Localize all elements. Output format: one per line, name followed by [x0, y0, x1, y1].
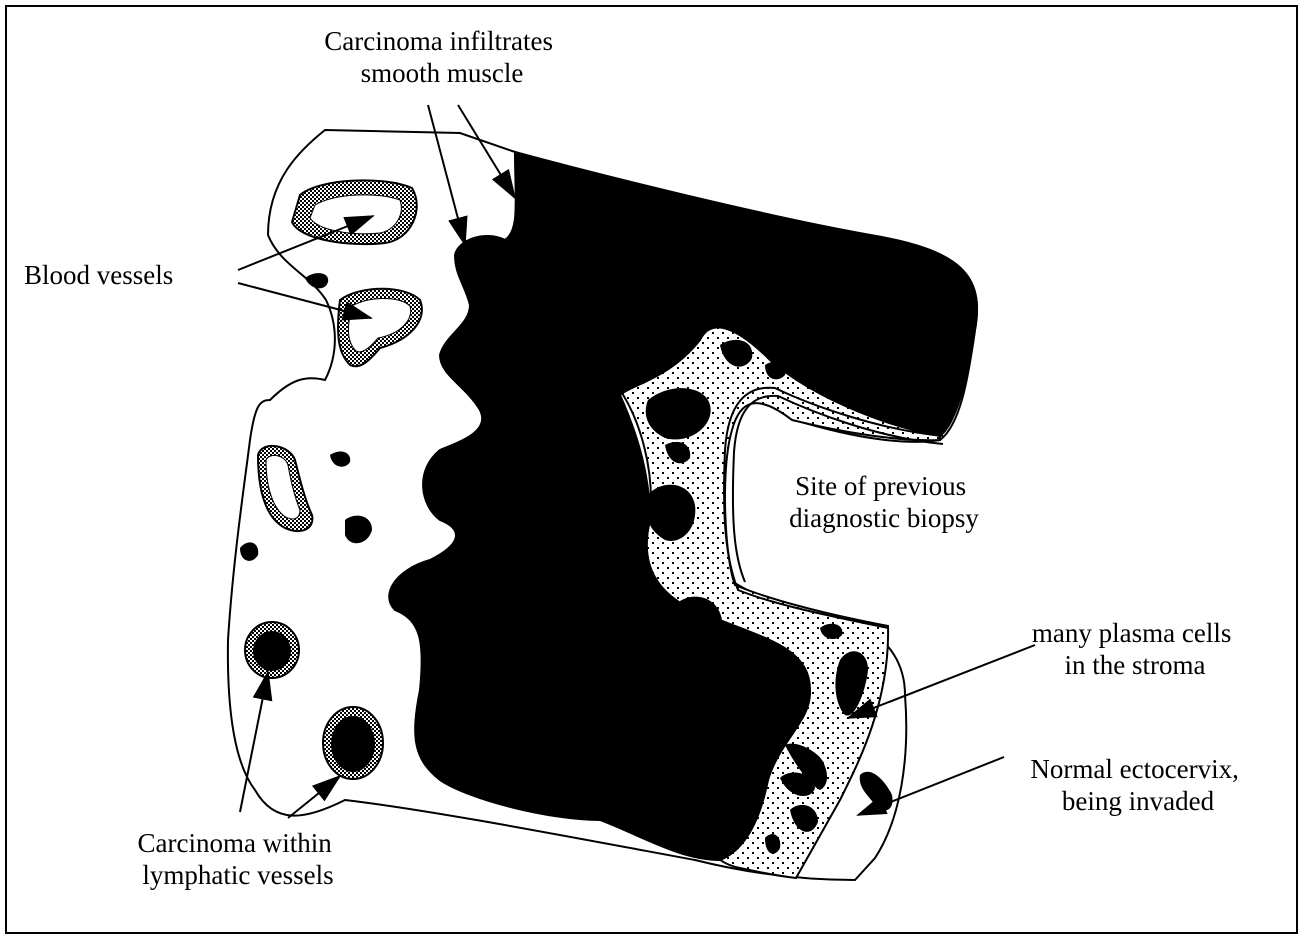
lymphatic-vessel-1: [245, 622, 299, 678]
label-lymphatic: Carcinoma within lymphatic vessels: [138, 828, 339, 890]
label-biopsy: Site of previous diagnostic biopsy: [789, 471, 979, 533]
lymphatic-vessel-2: [323, 707, 383, 779]
label-blood-vessels: Blood vessels: [24, 260, 173, 290]
label-ectocervix: Normal ectocervix, being invaded: [1030, 754, 1245, 816]
label-plasma: many plasma cells in the stroma: [1032, 618, 1238, 680]
label-muscle: Carcinoma infiltrates smooth muscle: [324, 26, 559, 88]
blood-vessel-1: [292, 180, 417, 244]
